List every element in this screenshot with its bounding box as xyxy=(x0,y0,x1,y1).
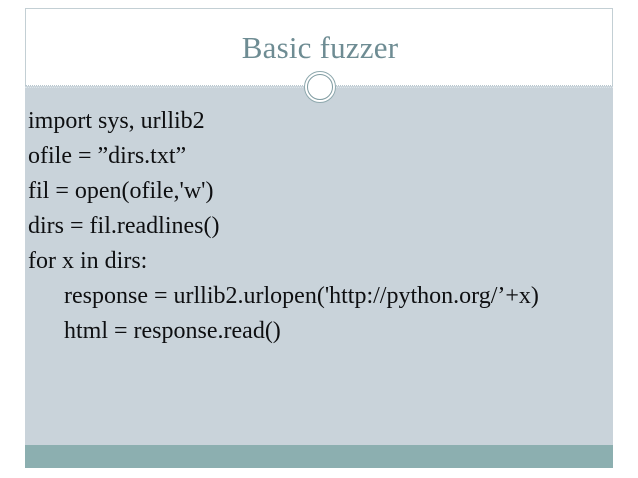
code-line: fil = open(ofile,'w') xyxy=(28,178,214,204)
presentation-slide: Basic fuzzer import sys, urllib2 ofile =… xyxy=(25,8,613,468)
code-block: import sys, urllib2 ofile = ”dirs.txt” f… xyxy=(28,104,613,349)
code-line: for x in dirs: xyxy=(28,248,148,274)
code-line: dirs = fil.readlines() xyxy=(28,213,220,239)
ring-inner-circle xyxy=(307,74,333,100)
code-line: html = response.read() xyxy=(64,318,281,344)
code-line: import sys, urllib2 xyxy=(28,108,205,134)
code-line: response = urllib2.urlopen('http://pytho… xyxy=(64,283,539,309)
ring-circle-icon xyxy=(304,71,336,103)
code-line: ofile = ”dirs.txt” xyxy=(28,143,187,169)
accent-bar-teal xyxy=(25,445,613,468)
slide-body: import sys, urllib2 ofile = ”dirs.txt” f… xyxy=(25,86,613,445)
page-title: Basic fuzzer xyxy=(241,30,399,65)
